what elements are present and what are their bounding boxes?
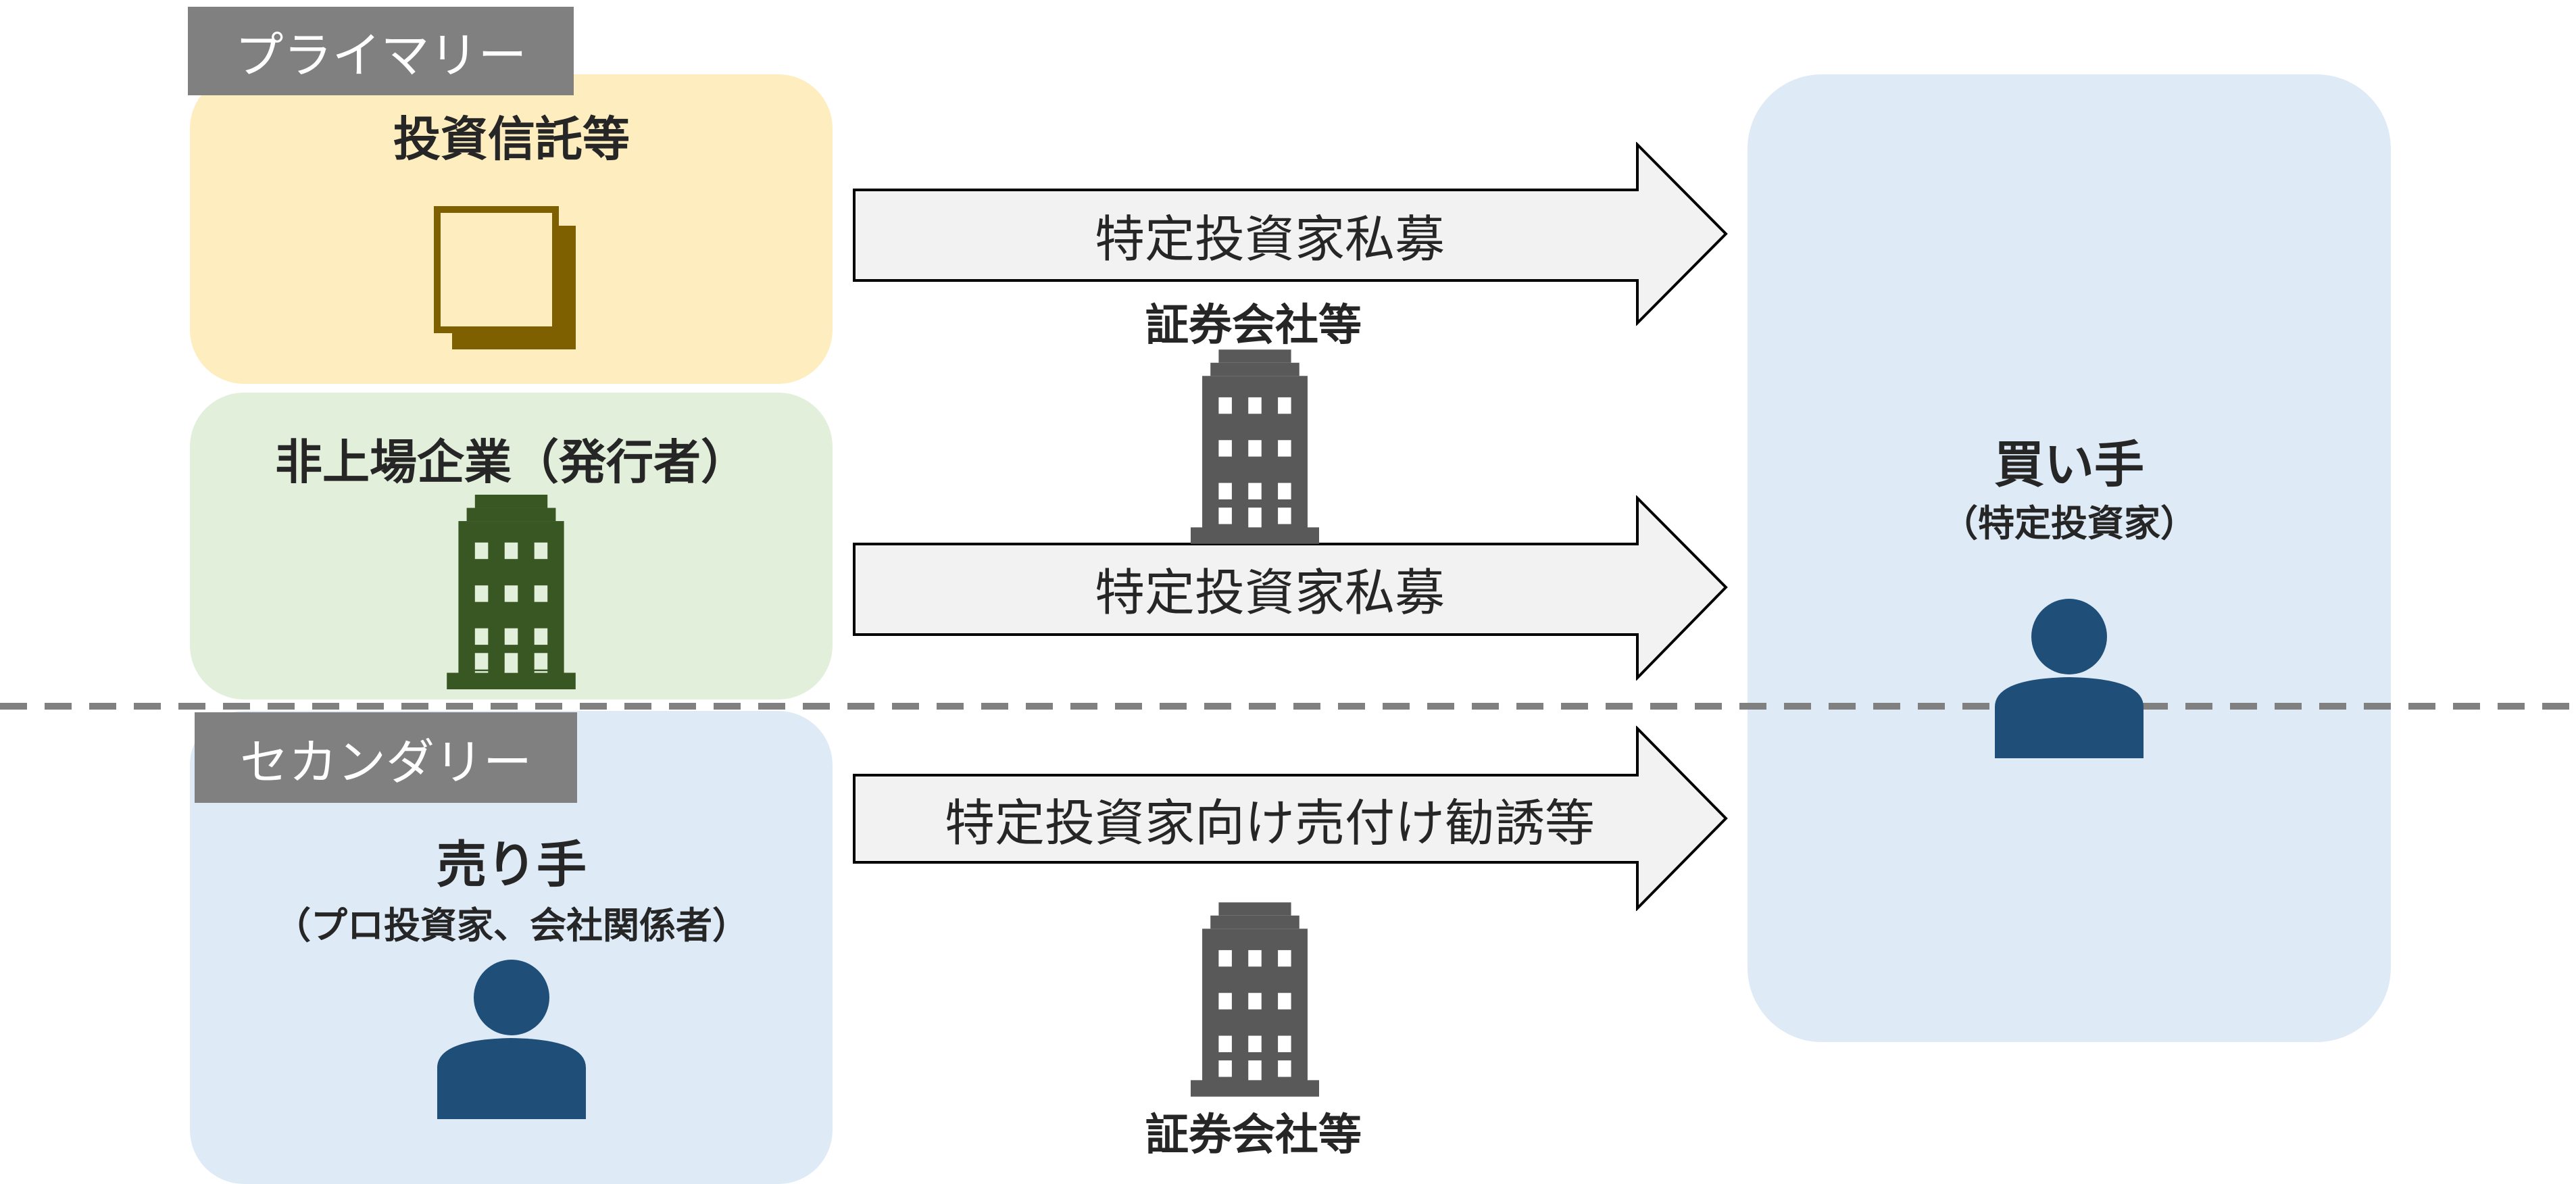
arrow-solicitation [853,726,1728,911]
issuer-title: 非上場企業（発行者） [275,435,748,490]
building-icon [1191,349,1319,544]
arrow-label: 特定投資家私募 [1095,210,1445,269]
person-icon [437,960,586,1119]
arrow-private-placement-issuer [853,495,1728,681]
intermediary-label: 証券会社等 [1145,301,1362,351]
secondary-label: セカンダリー [195,712,577,803]
arrow-label: 特定投資家私募 [1095,564,1445,622]
primary-label: プライマリー [188,7,574,95]
document-icon [434,206,576,349]
intermediary-label: 証券会社等 [1145,1110,1362,1160]
building-icon [1191,902,1319,1097]
building-icon [447,495,576,689]
primary-secondary-divider [0,703,2576,710]
fund-title: 投資信託等 [393,112,630,167]
person-icon [1995,599,2144,758]
seller-title: 売り手 [437,836,587,894]
arrow-private-placement-fund [853,142,1728,326]
seller-subtitle: （プロ投資家、会社関係者） [274,904,749,947]
arrow-label: 特定投資家向け売付け勧誘等 [945,794,1595,853]
buyer-subtitle: （特定投資家） [1941,502,2197,545]
buyer-title: 買い手 [1994,436,2144,494]
buyer-box [1748,74,2391,1042]
